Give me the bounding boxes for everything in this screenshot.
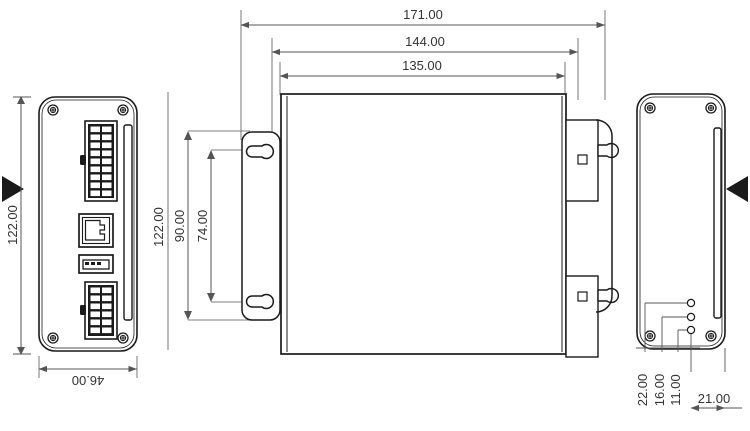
- cover-profile: [595, 119, 613, 313]
- rj45-jack: [78, 213, 114, 248]
- corner-screw-icon: [117, 104, 129, 116]
- mounting-flange-right: [565, 119, 619, 202]
- view-left-front-panel: 122.00: [2, 96, 138, 388]
- indicator-led: [686, 325, 696, 335]
- dim-label-body-width: 135.00: [402, 58, 442, 73]
- dim-label-mount-width: 144.00: [405, 34, 445, 49]
- dim-label-left-width: 46.00: [72, 373, 105, 388]
- rear-panel-inner-outline: [639, 96, 723, 347]
- latch-tab: [80, 305, 86, 315]
- leader-line-led-1: [644, 302, 687, 352]
- dim-label-overall-depth: 122.00: [151, 207, 166, 247]
- corner-screw-icon: [644, 330, 656, 342]
- dim-label-slot-span: 74.00: [195, 210, 210, 243]
- usb-port: [78, 254, 114, 274]
- dim-overall-depth: 122.00: [151, 92, 169, 350]
- mounting-bracket-left: [241, 131, 281, 321]
- mounting-flange-right: [565, 275, 619, 358]
- rear-panel-outline: [636, 93, 726, 350]
- keyhole-slot: [245, 143, 275, 160]
- terminal-block-top: [80, 120, 118, 202]
- view-center-top: 171.00 144.00 135.00 122.00 90.00: [151, 7, 619, 358]
- front-panel-inner-outline: [41, 99, 135, 349]
- dim-label-edge-offset: 21.00: [698, 391, 731, 406]
- indicator-led: [686, 312, 696, 322]
- dim-label-bracket-span: 90.00: [172, 210, 187, 243]
- dim-body-width: 135.00: [279, 58, 565, 80]
- latch-tab: [80, 155, 86, 165]
- dim-edge-offset: 21.00: [690, 391, 742, 412]
- dim-label-led-1: 22.00: [635, 374, 650, 407]
- corner-screw-icon: [47, 332, 59, 344]
- dim-mount-width: 144.00: [271, 34, 578, 56]
- dim-left-height: 122.00: [5, 96, 31, 355]
- keyhole-slot: [245, 293, 275, 310]
- dim-bracket-span: 90.00: [172, 130, 250, 321]
- corner-screw-icon: [117, 332, 129, 344]
- corner-screw-icon: [705, 102, 717, 114]
- side-rail: [713, 127, 722, 319]
- dim-label-led-3: 11.00: [668, 374, 683, 406]
- view-arrow-right-icon: [726, 176, 748, 202]
- terminal-block-bottom: [80, 281, 118, 340]
- view-right-rear-panel: 22.00 16.00 11.00 21.00: [635, 93, 748, 412]
- dim-label-overall-width: 171.00: [403, 7, 443, 22]
- leader-line-led-2: [661, 316, 687, 352]
- corner-screw-icon: [644, 102, 656, 114]
- main-body: [280, 93, 567, 355]
- dim-overall-width: 171.00: [240, 7, 605, 29]
- dim-label-left-height: 122.00: [5, 205, 20, 245]
- dim-label-led-2: 16.00: [652, 374, 667, 407]
- corner-screw-icon: [705, 330, 717, 342]
- side-rail: [123, 124, 133, 321]
- dim-left-width: 46.00: [38, 356, 138, 388]
- view-arrow-left-icon: [2, 176, 24, 202]
- indicator-led: [686, 298, 696, 308]
- corner-screw-icon: [47, 104, 59, 116]
